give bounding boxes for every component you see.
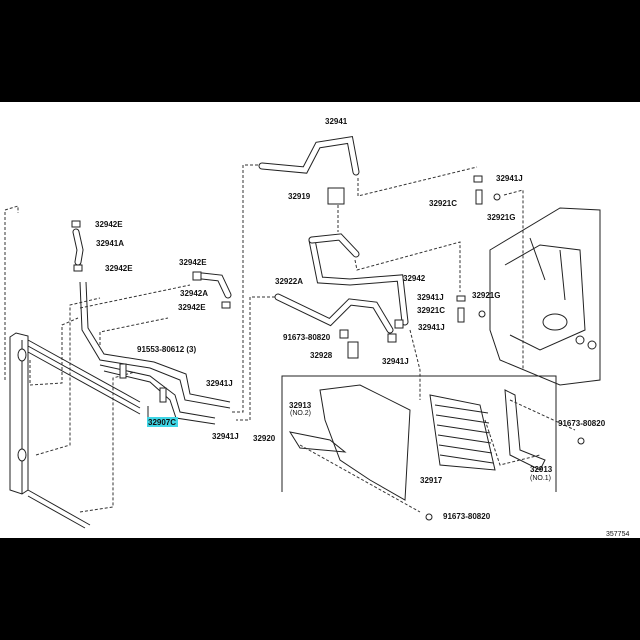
label-32941j-mid[interactable]: 32941J [417,293,444,302]
label-91553-80612[interactable]: 91553-80612 (3) [137,345,196,354]
label-32919[interactable]: 32919 [288,192,311,201]
label-32921g-mid[interactable]: 32921G [472,291,500,300]
label-91673-80820-left[interactable]: 91673-80820 [283,333,331,342]
label-32942e-a[interactable]: 32942E [95,220,123,229]
radiator-drawing [4,205,141,529]
label-91673-80820-bottom[interactable]: 91673-80820 [443,512,491,521]
label-32941j-low[interactable]: 32941J [382,357,409,366]
oil-cooler-diagram: 32941 32919 32941J 32921C 32921G 32942E … [4,117,629,538]
label-32920[interactable]: 32920 [253,434,276,443]
label-32913-no1-sub: (NO.1) [530,475,551,482]
label-32907c[interactable]: 32907C [148,418,176,427]
label-32942e-b[interactable]: 32942E [105,264,133,273]
label-32942a[interactable]: 32942A [180,289,208,298]
label-32921g-top[interactable]: 32921G [487,213,515,222]
label-32942e-d[interactable]: 32942E [178,303,206,312]
label-32921c-top[interactable]: 32921C [429,199,457,208]
diagram-id: 357754 [606,531,629,538]
label-32941j-pipe-bottom[interactable]: 32941J [212,432,239,441]
label-32921c-mid[interactable]: 32921C [417,306,445,315]
label-32913-no2-sub: (NO.2) [290,410,311,417]
label-91673-80820-right[interactable]: 91673-80820 [558,419,606,428]
hose-32942-drawing [236,233,461,421]
label-32942[interactable]: 32942 [403,274,426,283]
highlight-32907c [147,417,178,427]
label-32941[interactable]: 32941 [325,117,348,126]
label-32928[interactable]: 32928 [310,351,333,360]
label-32941j-mid2[interactable]: 32941J [418,323,445,332]
label-32917[interactable]: 32917 [420,476,443,485]
cooler-assembly-box [281,375,585,521]
pipe-32907c-drawing [79,281,231,425]
hose-32941-drawing [230,136,478,413]
label-32922a[interactable]: 32922A [275,277,303,286]
label-32913-no2[interactable]: 32913 [289,401,312,410]
label-32913-no1[interactable]: 32913 [530,465,553,474]
label-32941j-pipe-top[interactable]: 32941J [206,379,233,388]
label-32941j-top[interactable]: 32941J [496,174,523,183]
diagram-sheet: 32941 32919 32941J 32921C 32921G 32942E … [0,102,640,538]
hose-32941a-drawing [71,220,84,272]
unions-drawing [456,175,524,370]
label-32941a[interactable]: 32941A [96,239,124,248]
transmission-drawing [489,207,601,386]
hose-32942a-drawing [192,271,232,309]
label-32942e-c[interactable]: 32942E [179,258,207,267]
